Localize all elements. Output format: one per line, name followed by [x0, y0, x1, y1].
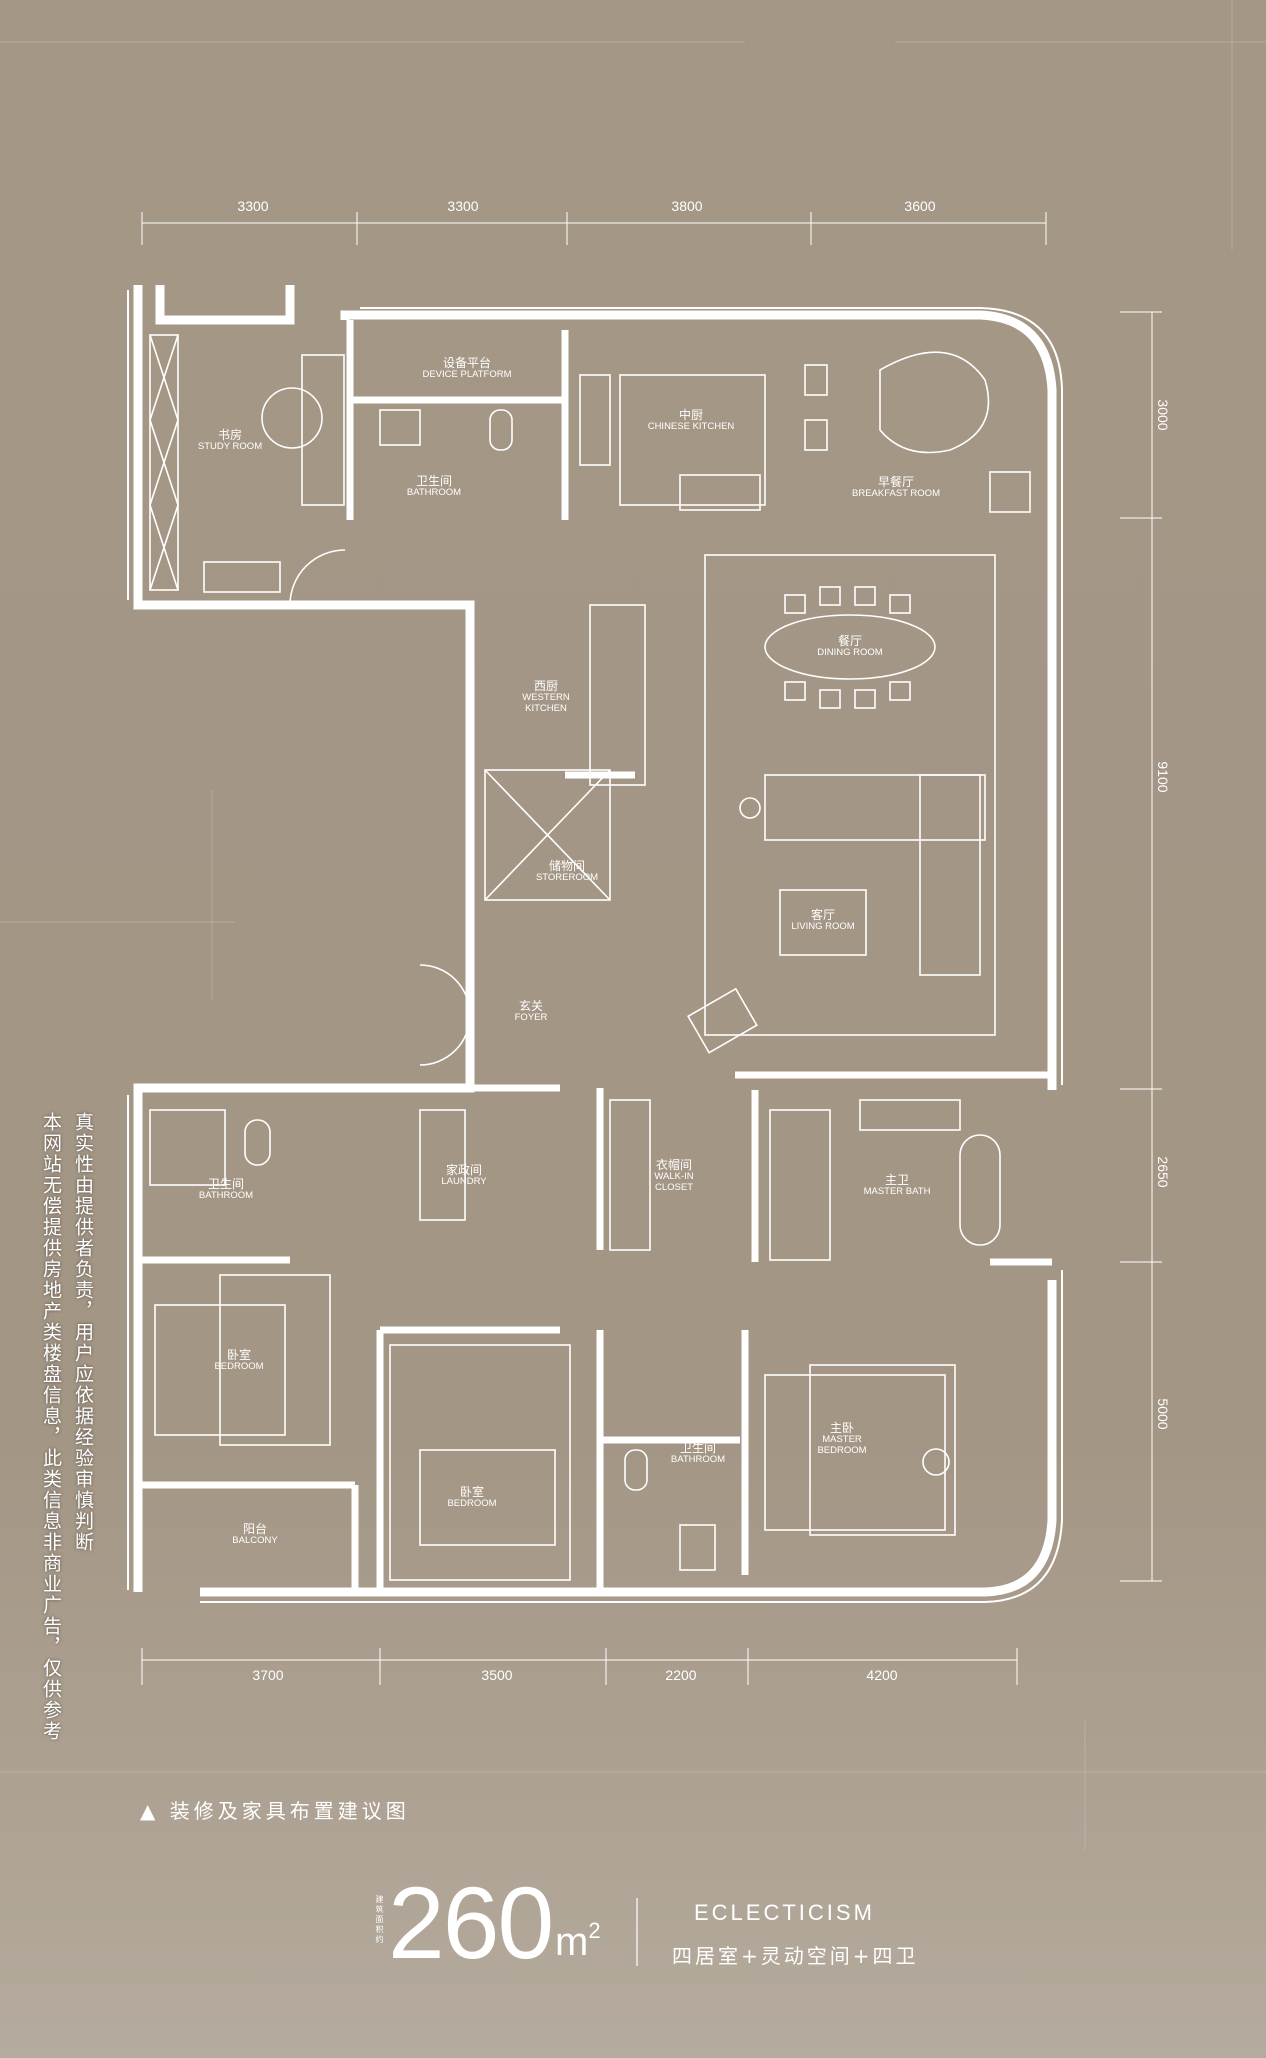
dimension-bottom-3: 2200 — [665, 1667, 697, 1683]
area-unit: m2 — [555, 1918, 601, 1964]
dimension-right-4: 5000 — [1155, 1398, 1171, 1430]
dimension-top-1: 3300 — [237, 198, 269, 214]
dimension-right-1: 3000 — [1155, 399, 1171, 431]
dimension-bottom-4: 4200 — [866, 1667, 898, 1683]
dimension-top-2: 3300 — [447, 198, 479, 214]
divider — [636, 1898, 638, 1966]
decorative-lines — [0, 0, 1266, 1850]
interior-walls — [138, 320, 1052, 1590]
dimension-lines — [141, 212, 1162, 1685]
disclaimer-col-1: 真实性由提供者负责，用户应依据经验审慎判断 — [72, 1112, 94, 1553]
style-title: ECLECTICISM — [694, 1900, 875, 1925]
window-lines — [127, 290, 1063, 1603]
dimension-bottom-1: 3700 — [252, 1667, 284, 1683]
dimension-top-3: 3800 — [671, 198, 703, 214]
layout-summary: 四居室+灵动空间+四卫 — [672, 1944, 919, 1968]
dimension-right-2: 9100 — [1155, 761, 1171, 793]
dining-chairs — [784, 586, 911, 709]
plan-caption: ▲ 装修及家具布置建议图 — [140, 1799, 410, 1823]
disclaimer-col-2: 本网站无偿提供房地产类楼盘信息，此类信息非商业广告，仅供参考 — [40, 1112, 62, 1742]
area-label: 建筑面积约 — [375, 1895, 384, 1945]
dimension-bottom-2: 3500 — [481, 1667, 513, 1683]
area-value: 260 — [388, 1866, 554, 1980]
dimension-top-4: 3600 — [904, 198, 936, 214]
dimension-right-3: 2650 — [1155, 1156, 1171, 1188]
furniture-outlines — [149, 334, 1031, 1581]
